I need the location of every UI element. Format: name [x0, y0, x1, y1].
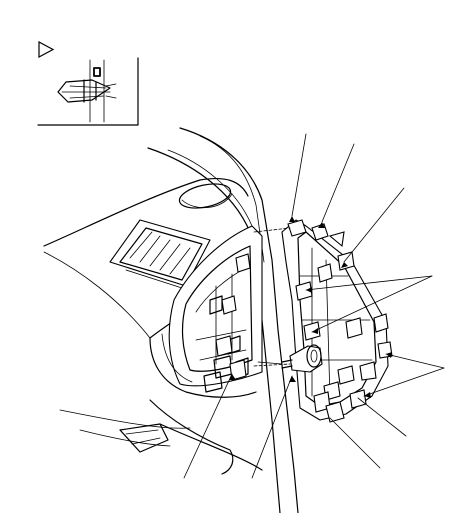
detail-marker-triangle — [38, 40, 55, 59]
garnish-clips — [215, 219, 393, 423]
air-vent — [109, 219, 211, 289]
clip-left-4 — [235, 253, 251, 273]
connection-lines — [253, 227, 291, 367]
clip-right-2 — [373, 313, 389, 333]
clip-left-2 — [215, 335, 233, 357]
clip-left-1 — [221, 295, 237, 315]
clip-arrow-marker-1 — [328, 231, 345, 248]
clip-detail-drawing — [57, 59, 117, 123]
clip-mid-2 — [295, 281, 313, 301]
detail-inset — [37, 40, 139, 126]
lower-panel — [119, 333, 263, 475]
clip-mid-3 — [317, 263, 333, 283]
center-fastener — [257, 344, 323, 373]
clip-right-4 — [359, 361, 377, 381]
clip-lower-1 — [337, 365, 355, 385]
dashboard-speaker-grille — [178, 183, 232, 209]
clip-mid-1 — [337, 251, 355, 271]
detail-inset-frame — [37, 57, 139, 126]
clip-right-1 — [345, 317, 363, 339]
pillar-outlines — [147, 127, 299, 513]
clip-mid-4 — [303, 321, 321, 341]
clip-upper — [287, 219, 307, 237]
dashboard — [43, 177, 249, 447]
leader-lines — [183, 133, 445, 479]
clip-bottom — [325, 401, 345, 423]
leader-arrowheads — [229, 216, 392, 398]
